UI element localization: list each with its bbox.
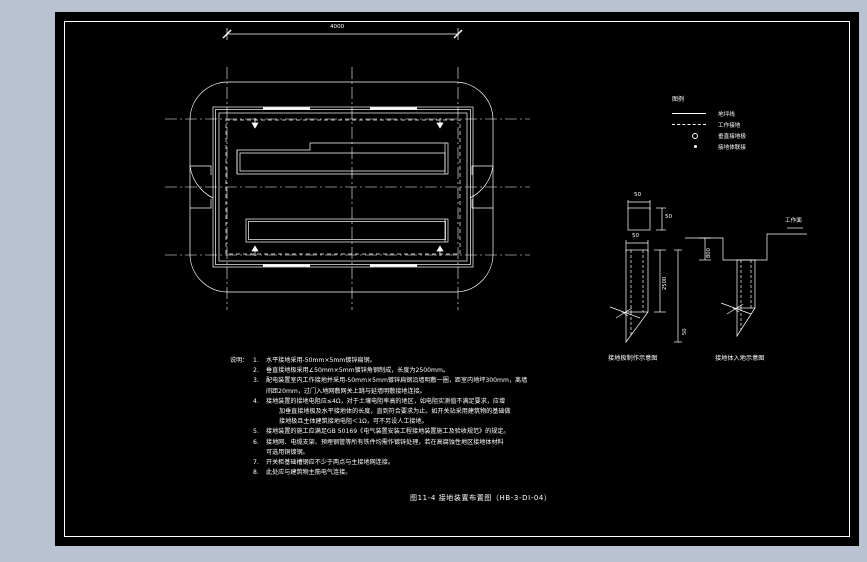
note-item: 6. 接地网、电缆支架、预埋钢管等所有铁件均需作镀锌处理，若在高腐蚀性地区接地体…	[253, 438, 673, 448]
legend-row-vertical-electrode: 垂直接地极	[672, 130, 746, 141]
dashed-line-icon	[672, 124, 718, 125]
plan-view: 4000	[155, 22, 585, 342]
detail1-dim-side: 50	[665, 214, 673, 220]
note-index: 6.	[253, 438, 259, 446]
note-text: 接地装置的施工应满足GB 50169《电气装置安装工程接地装置施工及验收规范》的…	[266, 428, 510, 436]
detail2-dim-depth: 800	[706, 248, 712, 258]
note-item: 8. 此处应与建筑物主筋电气连接。	[253, 468, 673, 478]
detail1-dim-length: 2500	[662, 276, 668, 290]
notes-block: 1. 水平接地采用-50mm×5mm镀锌扁钢。 2. 垂直接地极采用∠50mm×…	[253, 356, 673, 478]
note-index: 2.	[253, 367, 259, 375]
note-text: 垂直接地极采用∠50mm×5mm镀锌角钢制成，长度为2500mm。	[266, 367, 450, 375]
legend-label-1: 工作接地	[718, 122, 741, 129]
note-text-cont: 间距20mm，过门入地网敷网关上跳与延墙明敷接地连接。	[266, 387, 426, 395]
detail2-caption: 接地体入地示意图	[715, 355, 765, 362]
note-text-cont: 接地极且主体建筑接地电阻＜1Ω，可不另设人工接地。	[279, 418, 428, 426]
legend-label-0: 地坪线	[718, 111, 735, 118]
note-text: 接地装置的接地电阻应≤4Ω，对于土壤电阻率高的地区，如电阻实测值不满足要求，应增	[266, 397, 506, 405]
detail-electrode-installation: 800 工作面 接地体入地示意图	[675, 190, 815, 362]
note-text: 此处应与建筑物主筋电气连接。	[266, 469, 352, 477]
note-text: 接地网、电缆支架、预埋钢管等所有铁件均需作镀锌处理，若在高腐蚀性地区接地体材料	[266, 438, 504, 446]
note-text: 开关柜基础槽钢应不少于两点与主接地网连接。	[266, 459, 394, 467]
legend-row-ground-line: 地坪线	[672, 108, 746, 119]
note-index: 8.	[253, 469, 259, 477]
note-item: 3. 配电装置室内工作接地并采用-50mm×5mm镀锌扁钢沿墙明敷一圈，距室内地…	[253, 376, 673, 386]
note-item: 7. 开关柜基础槽钢应不少于两点与主接地网连接。	[253, 458, 673, 468]
note-text-cont: 可选用铜镀钢。	[266, 448, 309, 456]
plan-top-dimension: 4000	[330, 24, 345, 30]
detail1-dim-width: 50	[632, 233, 640, 239]
legend-label-2: 垂直接地极	[718, 133, 746, 140]
note-item: 5. 接地装置的施工应满足GB 50169《电气装置安装工程接地装置施工及验收规…	[253, 427, 673, 437]
note-index: 1.	[253, 357, 259, 364]
note-item: 1. 水平接地采用-50mm×5mm镀锌扁钢。	[253, 356, 673, 366]
note-index: 3.	[253, 377, 259, 385]
note-text: 水平接地采用-50mm×5mm镀锌扁钢。	[266, 357, 376, 364]
note-text-cont: 加垂直接地极及水平接地体的长度，直到符合要求为止。如开关站采用建筑物的基础做	[279, 408, 511, 416]
legend-row-work-ground: 工作接地	[672, 119, 746, 130]
legend-row-connection: 接地体联接	[672, 141, 746, 152]
legend-label-3: 接地体联接	[718, 144, 746, 151]
sheet-border	[64, 21, 850, 537]
note-item: 4. 接地装置的接地电阻应≤4Ω，对于土壤电阻率高的地区，如电阻实测值不满足要求…	[253, 397, 673, 407]
detail1-caption: 接地极制作示意图	[608, 355, 658, 362]
detail-electrode-fabrication: 50 50 50 2500 50 接地极制作示意图	[570, 190, 700, 362]
note-index: 4.	[253, 397, 259, 405]
note-item: 2. 垂直接地极采用∠50mm×5mm镀锌角钢制成，长度为2500mm。	[253, 366, 673, 376]
notes-heading: 说明：	[230, 357, 249, 364]
drawing-title: 图11-4 接地装置布置图（HB-3-DI-04）	[410, 494, 552, 502]
legend-heading: 图例	[672, 96, 685, 103]
drawing-sheet: 4000 图例 地坪线 工作接地 垂直接地极 接地体联接	[55, 12, 859, 546]
detail2-ground-label: 工作面	[785, 218, 802, 224]
legend: 图例 地坪线 工作接地 垂直接地极 接地体联接	[672, 94, 746, 152]
note-index: 7.	[253, 459, 259, 467]
note-text: 配电装置室内工作接地并采用-50mm×5mm镀锌扁钢沿墙明敷一圈，距室内地坪30…	[266, 377, 528, 385]
circle-icon	[672, 132, 718, 139]
solid-line-icon	[672, 113, 718, 114]
detail1-dim-top: 50	[634, 192, 642, 198]
note-index: 5.	[253, 428, 259, 436]
dot-icon	[672, 145, 718, 148]
